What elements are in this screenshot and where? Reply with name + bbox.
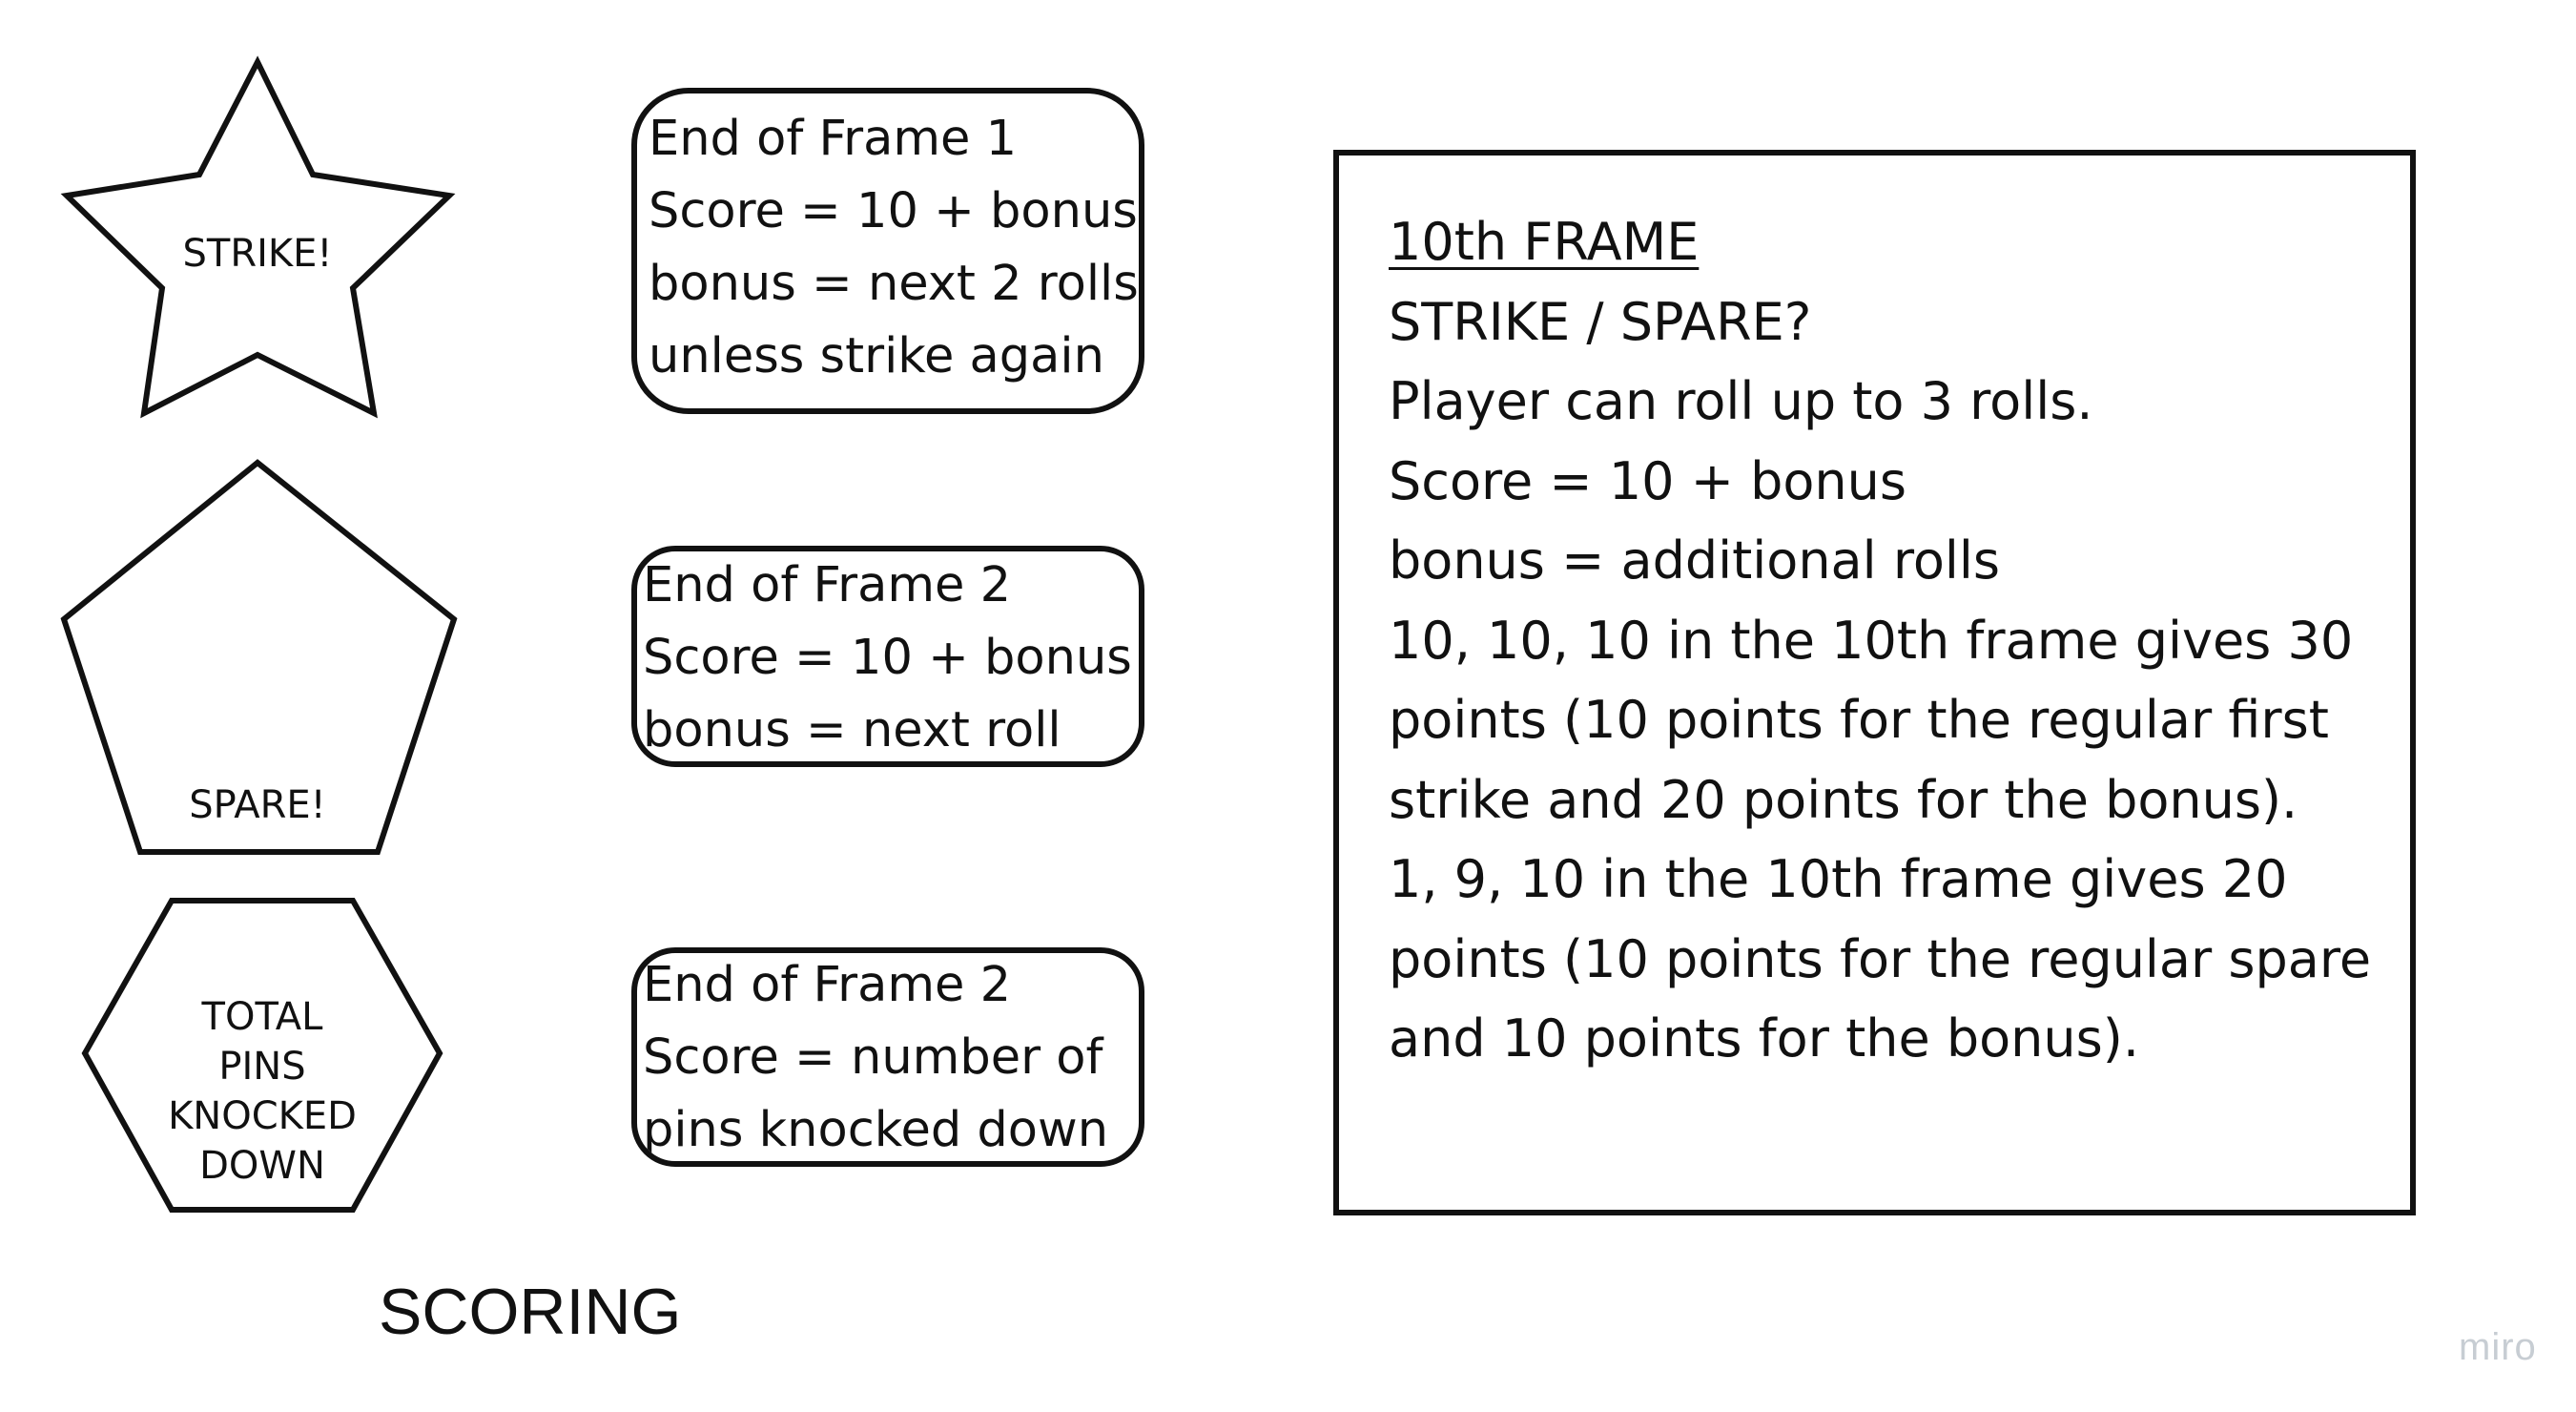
tenth-frame-text: 10th FRAME STRIKE / SPARE? Player can ro…: [1389, 202, 2400, 1079]
spare-label: SPARE!: [189, 783, 326, 827]
spare-pentagon-shape[interactable]: [60, 459, 458, 855]
tenth-frame-box[interactable]: 10th FRAME STRIKE / SPARE? Player can ro…: [1333, 150, 2416, 1215]
total-pins-label: TOTAL PINS KNOCKED DOWN: [143, 992, 381, 1191]
tenth-frame-line: STRIKE / SPARE?: [1389, 291, 1812, 352]
tenth-frame-title: 10th FRAME: [1389, 212, 1700, 272]
tenth-frame-line: Player can roll up to 3 rolls.: [1389, 371, 2093, 431]
total-pins-label-line: KNOCKED: [168, 1094, 357, 1138]
total-pins-hexagon-shape[interactable]: [81, 898, 443, 1213]
card-line: pins knocked down: [643, 1102, 1109, 1158]
frame-1-strike-card[interactable]: End of Frame 1 Score = 10 + bonus bonus …: [631, 88, 1144, 414]
scoring-title: SCORING: [379, 1276, 682, 1348]
card-line: End of Frame 1: [649, 111, 1018, 167]
total-pins-label-line: PINS: [218, 1045, 306, 1089]
tenth-frame-example-strike: 10, 10, 10 in the 10th frame gives 30 po…: [1389, 610, 2354, 830]
card-line: Score = 10 + bonus: [643, 630, 1132, 686]
card-line: bonus = next roll: [643, 702, 1061, 758]
strike-label: STRIKE!: [182, 232, 333, 276]
card-text: End of Frame 2 Score = number of pins kn…: [643, 953, 1135, 1161]
frame-2-open-card[interactable]: End of Frame 2 Score = number of pins kn…: [631, 947, 1144, 1167]
card-text: End of Frame 1 Score = 10 + bonus bonus …: [649, 103, 1139, 393]
card-line: bonus = next 2 rolls: [649, 256, 1139, 312]
strike-star-shape[interactable]: [60, 55, 456, 419]
card-text: End of Frame 2 Score = 10 + bonus bonus …: [643, 551, 1135, 761]
card-line: unless strike again: [649, 328, 1104, 384]
card-line: End of Frame 2: [643, 957, 1012, 1013]
miro-watermark: miro: [2459, 1326, 2537, 1368]
card-line: Score = number of: [643, 1029, 1103, 1086]
card-line: End of Frame 2: [643, 557, 1012, 613]
total-pins-label-line: TOTAL: [201, 995, 323, 1039]
frame-2-spare-card[interactable]: End of Frame 2 Score = 10 + bonus bonus …: [631, 546, 1144, 767]
total-pins-label-line: DOWN: [199, 1144, 325, 1188]
card-line: Score = 10 + bonus: [649, 183, 1138, 239]
tenth-frame-line: bonus = additional rolls: [1389, 530, 2001, 591]
tenth-frame-example-spare: 1, 9, 10 in the 10th frame gives 20 poin…: [1389, 849, 2372, 1069]
tenth-frame-line: Score = 10 + bonus: [1389, 450, 1907, 511]
